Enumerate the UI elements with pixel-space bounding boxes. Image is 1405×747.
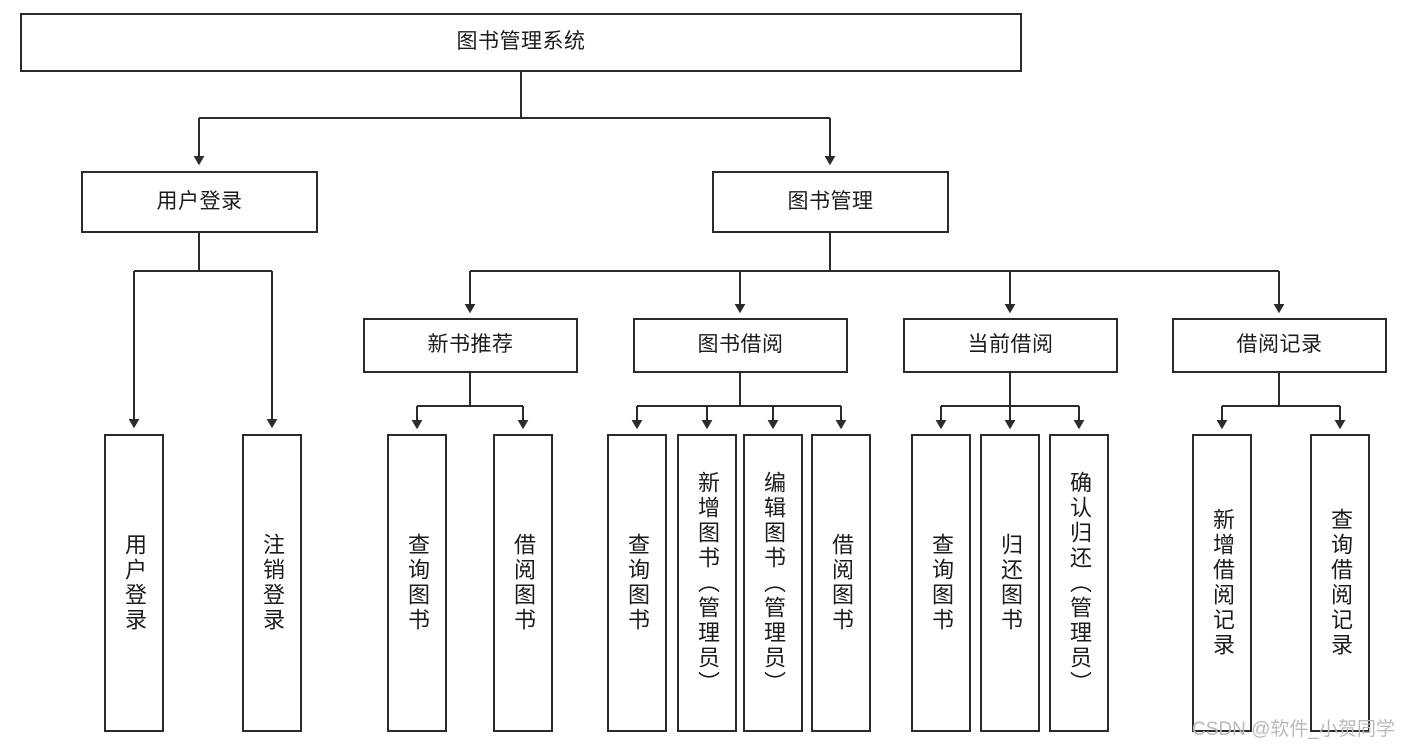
node-current-borrow[interactable]: 当前借阅	[903, 318, 1118, 373]
node-book-borrow[interactable]: 图书借阅	[633, 318, 848, 373]
node-book-manage[interactable]: 图书管理	[712, 171, 949, 233]
node-leaf-confirm-return[interactable]: 确认归还（管理员）	[1049, 434, 1109, 732]
node-leaf-edit-book-label: 编辑图书（管理员）	[761, 470, 786, 696]
node-leaf-borrow-book-2-label: 借阅图书	[829, 533, 854, 633]
csdn-watermark: CSDN @软件_小贺同学	[1192, 719, 1395, 740]
node-root-label: 图书管理系统	[456, 30, 586, 54]
node-leaf-edit-book[interactable]: 编辑图书（管理员）	[743, 434, 803, 732]
node-borrow-record-label: 借阅记录	[1236, 333, 1323, 357]
node-leaf-add-record[interactable]: 新增借阅记录	[1192, 434, 1252, 732]
node-leaf-query-book-2-label: 查询图书	[625, 533, 650, 633]
node-user-login-label: 用户登录	[156, 189, 243, 213]
node-new-book-rec[interactable]: 新书推荐	[363, 318, 578, 373]
node-current-borrow-label: 当前借阅	[967, 333, 1054, 357]
node-leaf-return-book[interactable]: 归还图书	[980, 434, 1040, 732]
node-leaf-borrow-book-1-label: 借阅图书	[511, 533, 536, 633]
node-leaf-confirm-return-label: 确认归还（管理员）	[1067, 470, 1092, 696]
node-leaf-user-login-label: 用户登录	[122, 533, 147, 633]
node-leaf-borrow-book-2[interactable]: 借阅图书	[811, 434, 871, 732]
node-leaf-add-record-label: 新增借阅记录	[1210, 508, 1235, 658]
node-leaf-logout-label: 注销登录	[260, 533, 285, 633]
node-leaf-user-login[interactable]: 用户登录	[104, 434, 164, 732]
node-user-login[interactable]: 用户登录	[81, 171, 318, 233]
node-leaf-return-book-label: 归还图书	[998, 533, 1023, 633]
node-leaf-add-book-label: 新增图书（管理员）	[695, 470, 720, 696]
node-leaf-query-book-3-label: 查询图书	[929, 533, 954, 633]
node-leaf-add-book[interactable]: 新增图书（管理员）	[677, 434, 737, 732]
node-leaf-query-book-1[interactable]: 查询图书	[387, 434, 447, 732]
node-root[interactable]: 图书管理系统	[20, 13, 1022, 72]
node-leaf-query-book-3[interactable]: 查询图书	[911, 434, 971, 732]
node-leaf-query-book-2[interactable]: 查询图书	[607, 434, 667, 732]
node-leaf-borrow-book-1[interactable]: 借阅图书	[493, 434, 553, 732]
node-new-book-rec-label: 新书推荐	[427, 333, 514, 357]
node-leaf-query-record-label: 查询借阅记录	[1328, 508, 1353, 658]
node-book-manage-label: 图书管理	[787, 189, 874, 213]
node-borrow-record[interactable]: 借阅记录	[1172, 318, 1387, 373]
node-leaf-logout[interactable]: 注销登录	[242, 434, 302, 732]
node-leaf-query-record[interactable]: 查询借阅记录	[1310, 434, 1370, 732]
node-leaf-query-book-1-label: 查询图书	[405, 533, 430, 633]
node-book-borrow-label: 图书借阅	[697, 333, 784, 357]
